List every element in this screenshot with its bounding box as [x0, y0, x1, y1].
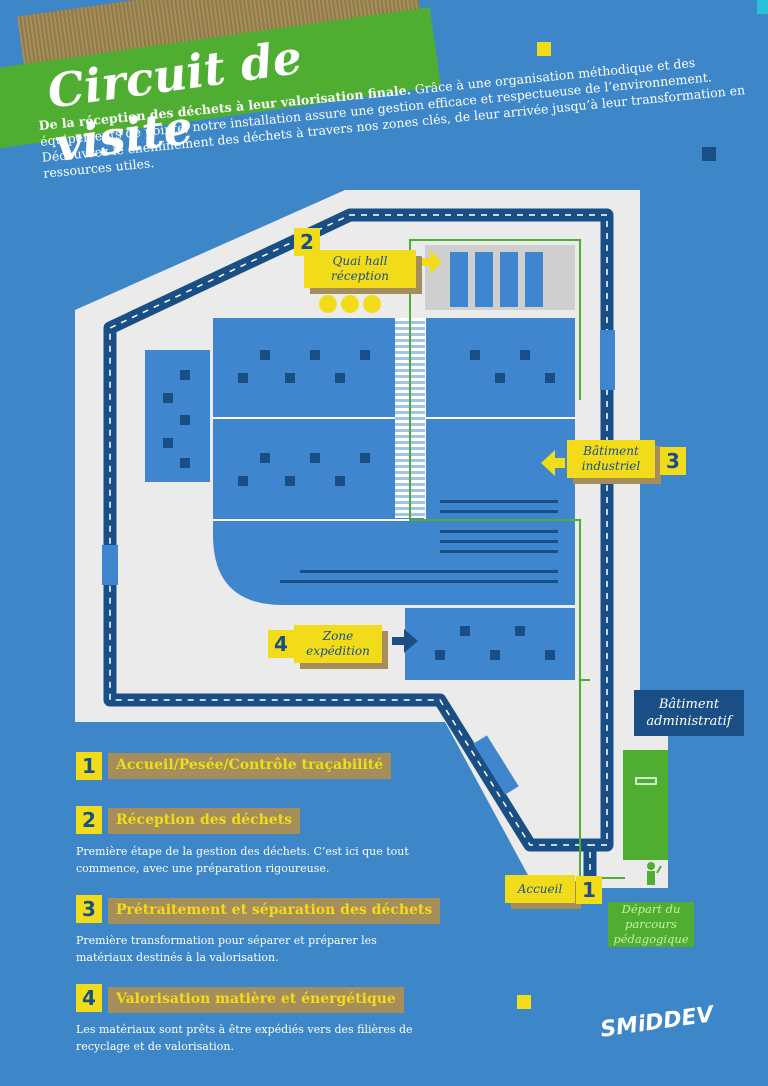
legend-desc-2: Première étape de la gestion des déchets…: [76, 845, 409, 875]
guide-person-icon: [647, 862, 662, 885]
decor-square-yellow: [517, 995, 531, 1009]
legend-num-4: 4: [76, 984, 102, 1012]
legend-title-4: Valorisation matière et énergétique: [108, 987, 404, 1013]
label-batiment-administratif: Bâtiment administratif: [634, 690, 744, 736]
label-depart-parcours: Départ du parcours pédagogique: [608, 902, 694, 947]
legend-num-3: 3: [76, 895, 102, 923]
marker-4: 4: [268, 630, 294, 658]
marker-1: 1: [576, 876, 602, 904]
windows: [163, 350, 558, 660]
legend-title-2: Réception des déchets: [108, 808, 301, 834]
legend-num-1: 1: [76, 752, 102, 780]
arrow-icon: [541, 450, 565, 476]
decor-square-yellow: [537, 42, 551, 56]
decor-square-teal: [757, 0, 768, 14]
expedition-building: [405, 608, 575, 680]
main-building: [213, 318, 575, 605]
legend-num-2: 2: [76, 806, 102, 834]
admin-building: [623, 750, 668, 860]
road-trucks: [102, 330, 615, 795]
visit-path: [409, 239, 625, 879]
legend-title-1: Accueil/Pesée/Contrôle traçabilité: [108, 753, 392, 779]
decor-square-navy: [702, 147, 716, 161]
label-accueil: Accueil: [505, 875, 575, 903]
legend-desc-3: Première transformation pour séparer et …: [76, 934, 377, 964]
legend-title-3: Prétraitement et séparation des déchets: [108, 898, 441, 924]
label-quai-hall: Quai hall réception: [304, 250, 416, 288]
legend-desc-4: Les matériaux sont prêts à être expédiés…: [76, 1023, 413, 1053]
road: [103, 208, 614, 882]
label-zone-expedition: Zone expédition: [294, 625, 382, 663]
label-batiment-industriel: Bâtiment industriel: [567, 440, 655, 478]
arrow-icon: [420, 250, 442, 274]
marker-3: 3: [660, 447, 686, 475]
arrow-icon: [392, 629, 418, 653]
trucks: [450, 252, 543, 307]
left-building: [145, 350, 210, 482]
containers: [319, 295, 381, 313]
